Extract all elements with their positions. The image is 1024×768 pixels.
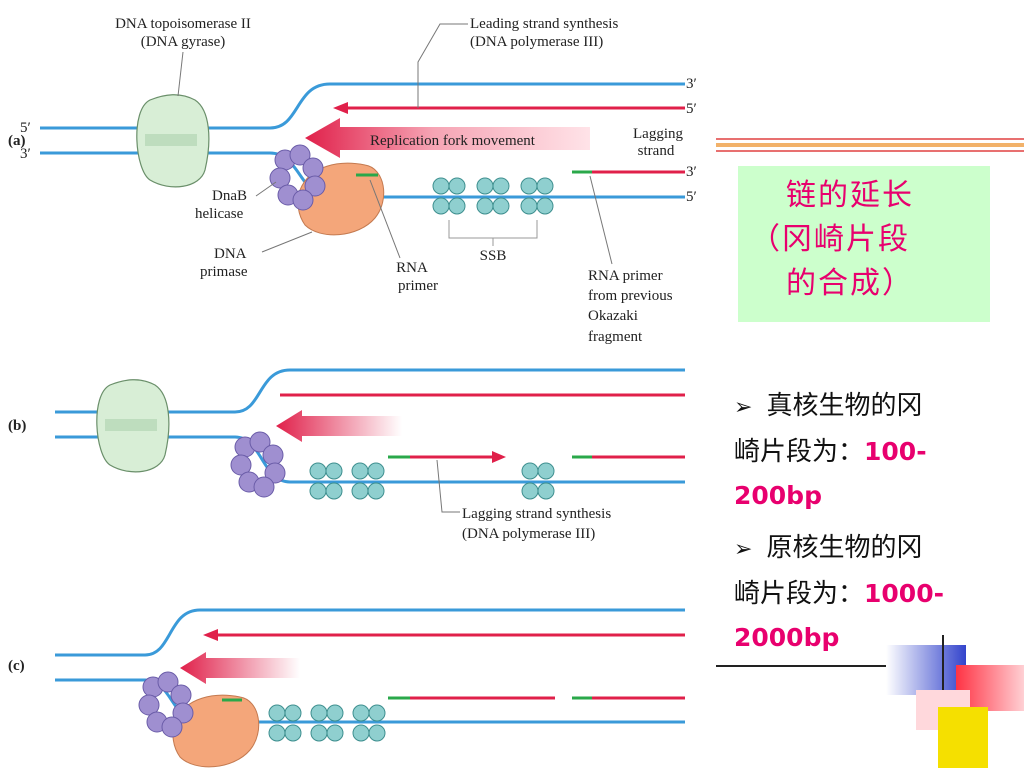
- lagging-synthesis-label-2: (DNA polymerase III): [462, 526, 595, 542]
- prev-primer-label-4: fragment: [588, 329, 643, 345]
- rna-primer-label-1: RNA: [396, 260, 428, 276]
- title-line-3: 的合成）: [786, 266, 914, 301]
- dnab-helicase-b: [230, 431, 286, 498]
- left-label-5: 5′: [20, 120, 31, 136]
- bullet-eukaryote-value-b: 200bp: [734, 481, 822, 510]
- parental-strand-bottom-b: [55, 435, 685, 484]
- decorative-stripes-top: [716, 138, 1024, 152]
- prev-primer-label-1: RNA primer: [588, 268, 663, 284]
- lagging-label-1: Lagging: [633, 126, 683, 142]
- end-label-3-mid: 3′: [686, 164, 697, 180]
- fork-movement-label: Replication fork movement: [370, 133, 536, 149]
- parental-strand-top-b: [55, 368, 685, 414]
- prev-primer-label-3: Okazaki: [588, 308, 638, 324]
- parental-strand-top-a: [40, 82, 685, 130]
- end-label-5-mid: 5′: [686, 101, 697, 117]
- dnab-helicase-a: [269, 144, 326, 211]
- decorative-blocks: [716, 635, 1024, 768]
- leading-synthesis-label-1: Leading strand synthesis: [470, 16, 618, 32]
- bullet-eukaryote-value-a: 100-: [864, 437, 927, 466]
- leading-arrowhead-a: [333, 102, 348, 114]
- title-line-2: （冈崎片段: [750, 222, 910, 257]
- left-label-3: 3′: [20, 146, 31, 162]
- bullet-eukaryote-text-1: 真核生物的冈: [766, 391, 923, 421]
- fork-movement-arrow-c: [180, 652, 300, 684]
- dnab-label-1: DnaB: [212, 188, 247, 204]
- replication-fork-figure: (a) Replication fork movement 3′ 5′ 3′ 5…: [8, 16, 697, 768]
- lagging-label-2: strand: [638, 143, 675, 159]
- title-line-1: 链的延长: [786, 178, 914, 213]
- ssb-label: SSB: [480, 248, 507, 264]
- bullet-eukaryote-text-2: 崎片段为：: [734, 437, 865, 467]
- end-label-3-top: 3′: [686, 76, 697, 92]
- arrow-bullet-icon: ➢: [734, 537, 753, 562]
- end-label-5-bot: 5′: [686, 189, 697, 205]
- arrow-bullet-icon: ➢: [734, 395, 753, 420]
- lagging-synthesis-label-1: Lagging strand synthesis: [462, 506, 611, 522]
- panel-label-b: (b): [8, 418, 26, 434]
- bullet-prokaryote-value-b: 2000bp: [734, 623, 840, 652]
- title-box: 链的延长 （冈崎片段 的合成）: [738, 166, 990, 322]
- panel-label-c: (c): [8, 658, 25, 674]
- prev-primer-label-2: from previous: [588, 288, 673, 304]
- dnab-helicase-c: [138, 671, 194, 738]
- fork-movement-arrow-b: [276, 410, 402, 442]
- topoisomerase-label-1: DNA topoisomerase II: [115, 16, 251, 32]
- ssb-proteins-b: [309, 462, 555, 500]
- ssb-proteins-a: [432, 177, 554, 215]
- parental-strand-top-c: [55, 608, 685, 657]
- dna-primase-shape-c: [172, 694, 260, 768]
- bullet-prokaryote: ➢ 原核生物的冈 崎片段为：1000- 2000bp: [734, 526, 1014, 660]
- bullet-eukaryote: ➢ 真核生物的冈 崎片段为：100- 200bp: [734, 384, 1014, 518]
- leading-synthesis-label-2: (DNA polymerase III): [470, 34, 603, 50]
- ssb-proteins-c: [268, 704, 386, 742]
- primase-label-1: DNA: [214, 246, 247, 262]
- bullet-prokaryote-text-1: 原核生物的冈: [766, 533, 923, 563]
- rna-primer-label-2: primer: [398, 278, 438, 294]
- bullet-prokaryote-value-a: 1000-: [864, 579, 944, 608]
- primase-label-2: primase: [200, 264, 248, 280]
- panel-label-a: (a): [8, 133, 26, 149]
- fork-movement-arrow-a: [305, 118, 590, 158]
- topoisomerase-label-2: (DNA gyrase): [141, 34, 226, 50]
- bullet-prokaryote-text-2: 崎片段为：: [734, 579, 865, 609]
- dnab-label-2: helicase: [195, 206, 244, 222]
